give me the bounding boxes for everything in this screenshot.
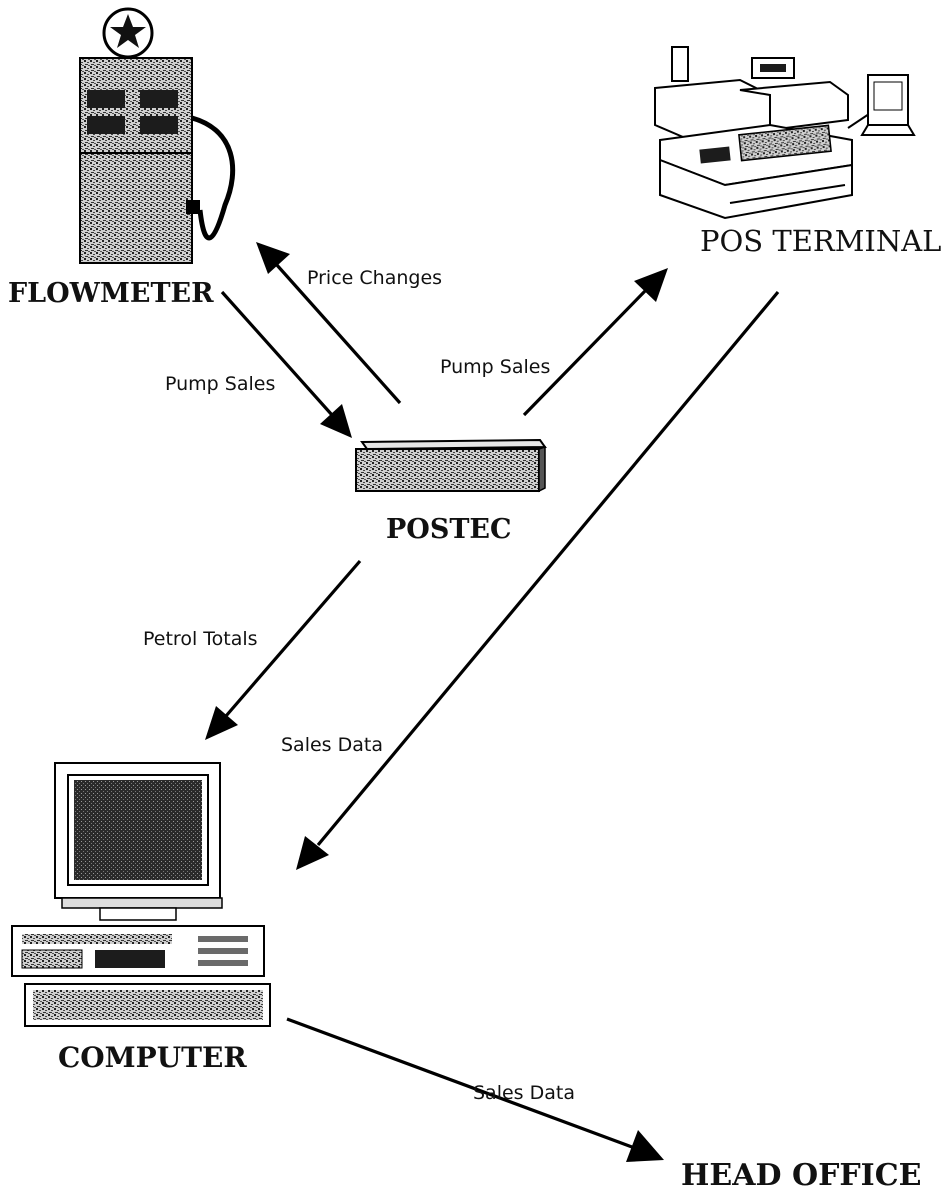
head-office-label: HEAD OFFICE	[681, 1158, 921, 1193]
cash-register-icon	[654, 46, 916, 220]
fuel-pump-icon	[79, 7, 236, 264]
edge-pump-sales-in: Pump Sales	[165, 290, 352, 438]
computer-node: COMPUTER	[11, 762, 271, 1074]
edge-label-sales-data-office: Sales Data	[473, 1082, 575, 1104]
edge-label-pump-sales-in: Pump Sales	[165, 373, 275, 395]
pos-terminal-label: POS TERMINAL	[700, 224, 941, 258]
edge-label-pump-sales-out: Pump Sales	[440, 356, 550, 378]
computer-label: COMPUTER	[58, 1041, 247, 1074]
flowmeter-label: FLOWMETER	[8, 278, 214, 309]
flowmeter-node: FLOWMETER	[8, 7, 236, 309]
edge-label-sales-data-pos: Sales Data	[281, 734, 383, 756]
edge-sales-data-office: Sales Data	[286, 1017, 664, 1162]
head-office-node: HEAD OFFICE	[681, 1158, 921, 1193]
edge-label-price-changes: Price Changes	[307, 267, 442, 289]
edge-price-changes: Price Changes	[256, 242, 442, 405]
edge-label-petrol-totals: Petrol Totals	[143, 628, 258, 650]
edge-petrol-totals: Petrol Totals	[143, 559, 362, 740]
edge-pump-sales-out: Pump Sales	[440, 268, 668, 417]
desktop-computer-icon	[11, 762, 271, 1027]
pos-terminal-node: POS TERMINAL	[654, 46, 941, 258]
edge-sales-data-pos: Sales Data	[281, 290, 780, 870]
postec-label: POSTEC	[386, 514, 511, 545]
postec-node: POSTEC	[355, 438, 547, 545]
controller-box-icon	[355, 438, 547, 493]
